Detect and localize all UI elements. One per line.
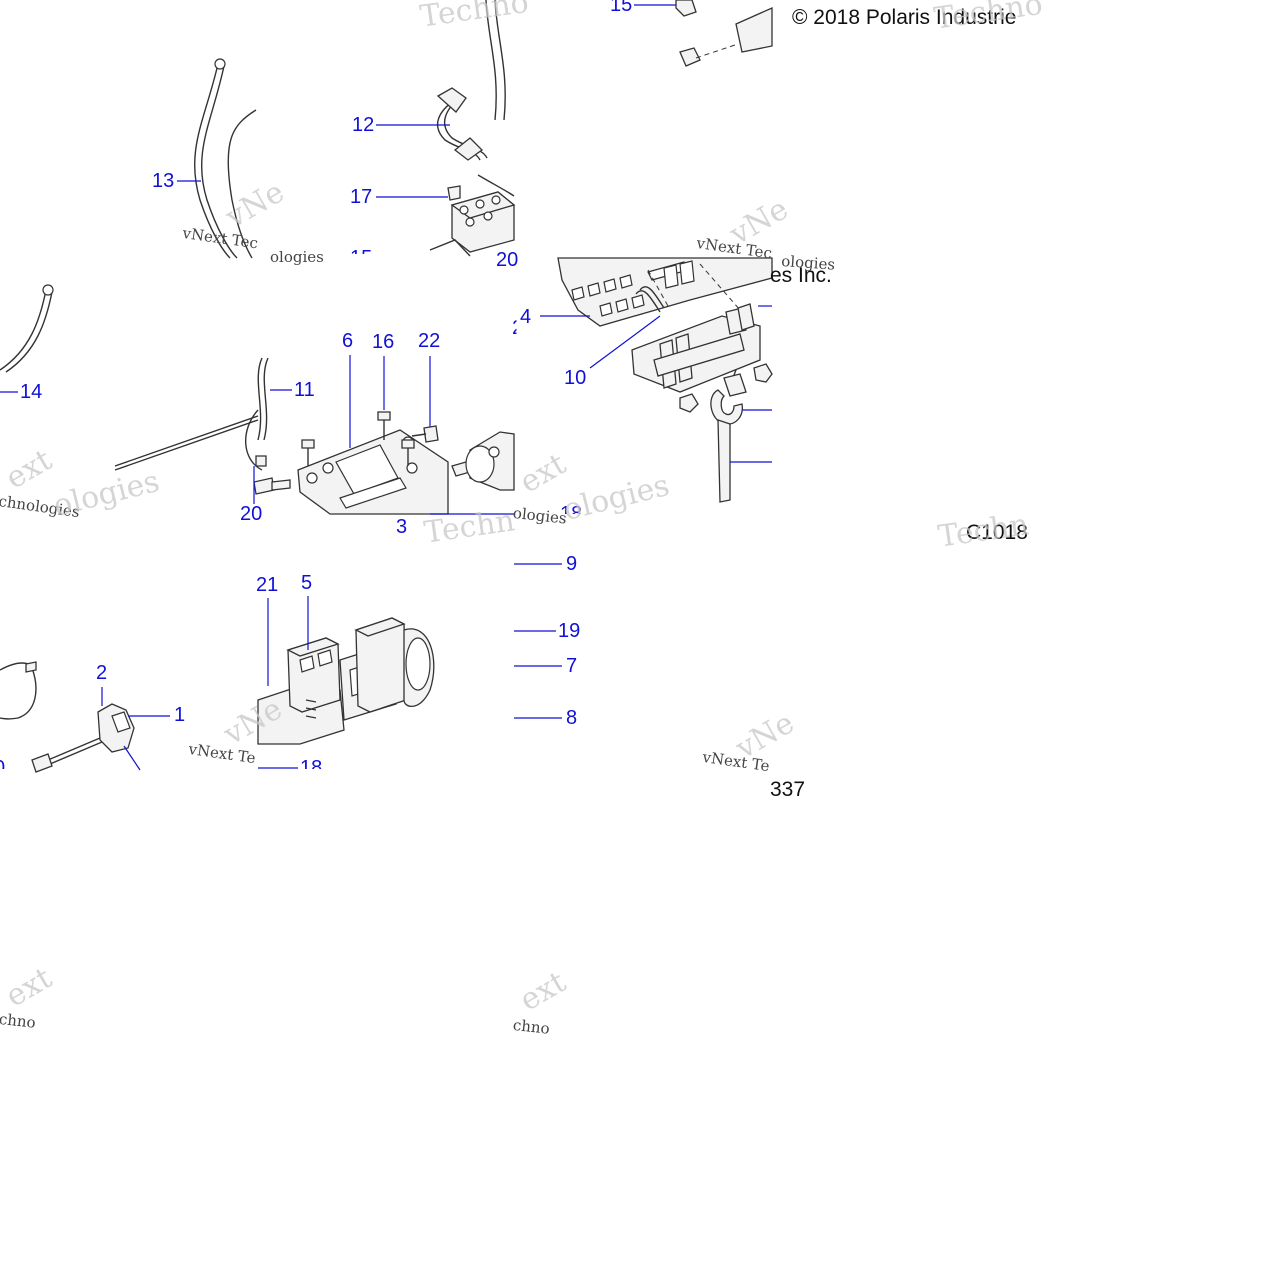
- callout-14: 14: [20, 381, 43, 403]
- callout-2-partial: 2: [512, 317, 524, 339]
- watermark-text: ologies: [270, 248, 324, 266]
- diagram-code: C1018: [966, 521, 1028, 544]
- bracket-15: [634, 0, 773, 67]
- callout-5: 5: [301, 572, 313, 594]
- callout-9: 9: [566, 553, 578, 575]
- callout-13: 13: [152, 170, 175, 192]
- callout-8: 8: [566, 707, 578, 729]
- callout-15-partial: 15: [350, 247, 373, 269]
- handlebar-switch-2: [0, 661, 170, 773]
- hook-strap: [679, 363, 773, 503]
- callout-18-top: 18: [560, 503, 583, 525]
- callout-7: 7: [566, 655, 578, 677]
- callout-12: 12: [352, 114, 375, 136]
- callout-3: 3: [396, 516, 408, 538]
- copyright-text: © 2018 Polaris Industrie: [792, 6, 1017, 29]
- solenoid-17: [376, 185, 516, 257]
- callout-1: 1: [174, 704, 186, 726]
- callout-6: 6: [342, 330, 354, 352]
- callout-15: 15: [610, 0, 633, 16]
- callout-19: 19: [558, 620, 581, 642]
- cable-14: [0, 284, 259, 471]
- callout-4: 4: [520, 306, 532, 328]
- fairlead-10: [589, 263, 772, 393]
- callout-10: 10: [564, 367, 587, 389]
- callout-20-partial: 20: [496, 249, 519, 271]
- mount-plate-6: [244, 355, 449, 515]
- callout-2: 2: [96, 662, 108, 684]
- callout-22: 22: [418, 330, 441, 352]
- winch-guard-4: [540, 257, 773, 327]
- callout-17: 17: [350, 186, 373, 208]
- right-leaders: [514, 563, 562, 719]
- callout-20: 20: [240, 503, 263, 525]
- solenoid-cables: [376, 0, 515, 197]
- copyright-fragment: es Inc.: [770, 264, 832, 287]
- bolts-16-22: [253, 411, 471, 504]
- watermark-text: chno: [0, 1010, 37, 1032]
- watermark-text: chno: [512, 1016, 551, 1038]
- winch-drum-5: [257, 596, 435, 769]
- callout-18-bottom: 18: [300, 757, 323, 779]
- callout-0-partial: 0: [0, 758, 5, 769]
- callout-21: 21: [256, 574, 279, 596]
- battery-cables-13: [177, 58, 257, 259]
- callout-16: 16: [372, 331, 395, 353]
- watermark-text: ologies: [780, 252, 836, 274]
- callout-11: 11: [294, 379, 315, 401]
- motor-end-18: [430, 431, 515, 515]
- diagram-code-fragment: 337: [770, 778, 806, 801]
